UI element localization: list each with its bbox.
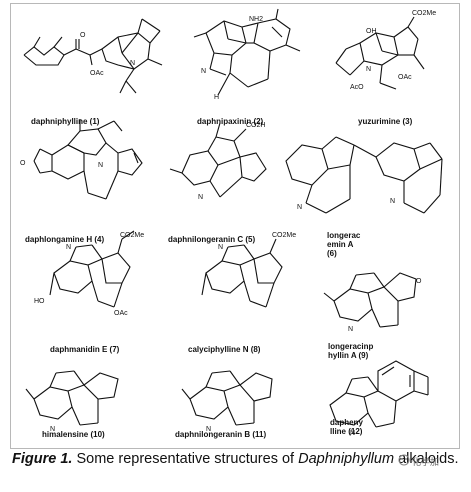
atom-o: O	[80, 32, 86, 39]
atom-h2: H	[214, 94, 219, 101]
atom-n6a: N	[297, 204, 302, 211]
atom-n11: N	[206, 426, 211, 433]
atom-n9: N	[348, 326, 353, 333]
atom-co2me8: CO2Me	[272, 232, 296, 239]
caption-genus: Daphniphyllum	[298, 451, 395, 467]
structure-7	[49, 230, 135, 308]
caption-tail: alkaloids.	[398, 451, 459, 467]
compound-label-4: daphlongamine H (4)	[25, 235, 105, 244]
atom-o4: O	[20, 160, 26, 167]
atom-oac3: OAc	[398, 74, 412, 81]
atom-n7: N	[66, 244, 71, 251]
atom-oh: OH	[366, 28, 377, 35]
figure-number: Figure 1.	[12, 451, 73, 467]
atom-n4: N	[98, 162, 103, 169]
watermark-text: 化学加	[412, 458, 440, 468]
structure-4	[33, 119, 143, 200]
structure-10	[25, 370, 119, 426]
figure-caption: Figure 1. Some representative structures…	[12, 451, 467, 467]
structure-1	[23, 18, 163, 94]
atom-n2: N	[201, 68, 206, 75]
structure-11	[181, 370, 273, 426]
compound-label-5: daphnilongeranin C (5)	[168, 235, 256, 244]
caption-text: Some representative structures of	[76, 451, 295, 467]
atom-nh2: NH2	[249, 16, 263, 23]
structure-8	[201, 238, 283, 308]
atom-oac7: OAc	[114, 310, 128, 317]
atom-oac: OAc	[90, 70, 104, 77]
compound-label-8: calyciphylline N (8)	[188, 345, 261, 354]
structures-drawing: O OAc N NH2 N H	[20, 8, 443, 437]
structure-12	[329, 360, 429, 428]
atom-o9: O	[416, 278, 422, 285]
atom-n: N	[130, 60, 135, 67]
structure-3	[335, 16, 425, 90]
compound-label-3: yuzurimine (3)	[358, 117, 413, 126]
atom-n3: N	[366, 66, 371, 73]
structure-6	[285, 136, 443, 214]
atom-n5: N	[198, 194, 203, 201]
compound-label-11: daphnilongeranin B (11)	[175, 430, 267, 439]
compound-label-9: longeracinp hyllin A (9)	[328, 342, 374, 360]
structure-5	[169, 122, 267, 198]
compound-label-10: himalensine (10)	[42, 430, 105, 439]
compound-label-6: longerac emin A (6)	[327, 231, 361, 258]
structure-9	[323, 272, 417, 328]
atom-co2me7: CO2Me	[120, 232, 144, 239]
compound-label-2: daphnipaxinin (2)	[197, 117, 264, 126]
compound-label-12: dapheny lline (12)	[330, 418, 363, 436]
atom-n10: N	[50, 426, 55, 433]
structure-2	[193, 8, 301, 96]
atom-co2me: CO2Me	[412, 10, 436, 17]
compound-label-1: daphniphylline (1)	[31, 117, 100, 126]
atom-co2h: CO2H	[246, 122, 265, 129]
atom-n8: N	[218, 244, 223, 251]
atom-n12: N	[350, 430, 355, 437]
atom-n6b: N	[390, 198, 395, 205]
watermark-icon	[398, 454, 410, 466]
atom-ho: HO	[34, 298, 45, 305]
compound-label-7: daphmanidin E (7)	[50, 345, 120, 354]
atom-aco: AcO	[350, 84, 364, 91]
